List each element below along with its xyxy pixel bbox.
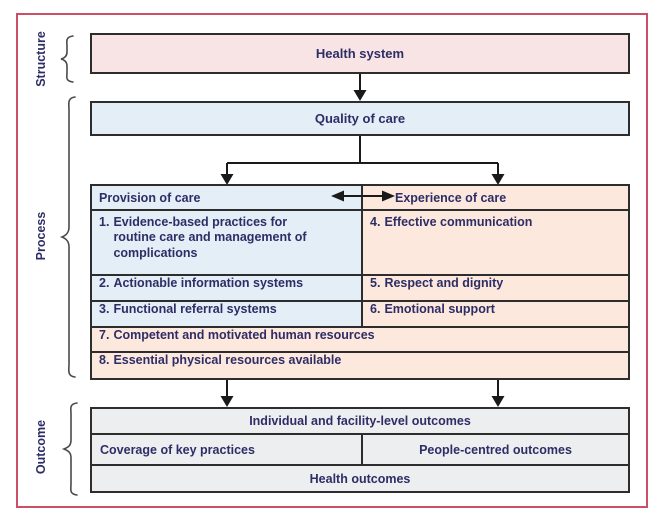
health-outcomes-box: Health outcomes — [92, 466, 628, 491]
item-4-text: Effective communication — [384, 215, 533, 229]
label-outcome: Outcome — [34, 419, 48, 475]
provision-item-3: 3. Functional referral systems — [92, 302, 361, 326]
item-5-text: Respect and dignity — [384, 276, 504, 290]
item-3-text: Functional referral systems — [113, 302, 277, 316]
item-4-number: 4. — [370, 215, 381, 229]
item-5-number: 5. — [370, 276, 381, 290]
quality-of-care-label: Quality of care — [314, 111, 406, 126]
item-1-text: Evidence-based practices for routine car… — [113, 215, 307, 260]
coverage-key-practices-label: Coverage of key practices — [100, 442, 255, 457]
item-1-number: 1. — [99, 215, 110, 229]
provision-of-care-header: Provision of care — [92, 186, 361, 209]
item-8-text: Essential physical resources available — [113, 353, 342, 367]
item-8-number: 8. — [99, 353, 110, 367]
item-6-number: 6. — [370, 302, 381, 316]
quality-of-care-box: Quality of care — [90, 101, 630, 136]
coverage-key-practices-box: Coverage of key practices — [92, 435, 361, 464]
label-process: Process — [34, 211, 48, 261]
outcome-table: Individual and facility-level outcomes C… — [90, 407, 630, 493]
cross-cutting-item-8: 8. Essential physical resources availabl… — [92, 353, 628, 378]
cross-cutting-item-7: 7. Competent and motivated human resourc… — [92, 328, 628, 351]
provision-header-label: Provision of care — [99, 190, 201, 205]
health-system-box: Health system — [90, 33, 630, 74]
provision-item-2: 2. Actionable information systems — [92, 276, 361, 300]
label-structure: Structure — [34, 31, 48, 87]
health-system-label: Health system — [315, 46, 405, 61]
process-table: Provision of care Experience of care 1. … — [90, 184, 630, 380]
experience-header-label: Experience of care — [395, 190, 507, 205]
individual-facility-outcomes-box: Individual and facility-level outcomes — [92, 409, 628, 433]
experience-item-5: 5. Respect and dignity — [363, 276, 628, 300]
experience-item-6: 6. Emotional support — [363, 302, 628, 326]
figure-border — [16, 13, 648, 508]
item-2-number: 2. — [99, 276, 110, 290]
experience-of-care-header: Experience of care — [363, 186, 628, 209]
provision-item-1: 1. Evidence-based practices for routine … — [92, 211, 361, 274]
experience-item-4: 4. Effective communication — [363, 211, 628, 274]
item-7-number: 7. — [99, 328, 110, 342]
item-3-number: 3. — [99, 302, 110, 316]
item-6-text: Emotional support — [384, 302, 495, 316]
individual-facility-outcomes-label: Individual and facility-level outcomes — [249, 414, 471, 428]
item-2-text: Actionable information systems — [113, 276, 304, 290]
people-centred-outcomes-label: People-centred outcomes — [419, 442, 572, 457]
item-7-text: Competent and motivated human resources — [113, 328, 375, 342]
people-centred-outcomes-box: People-centred outcomes — [363, 435, 628, 464]
health-outcomes-label: Health outcomes — [309, 471, 411, 486]
